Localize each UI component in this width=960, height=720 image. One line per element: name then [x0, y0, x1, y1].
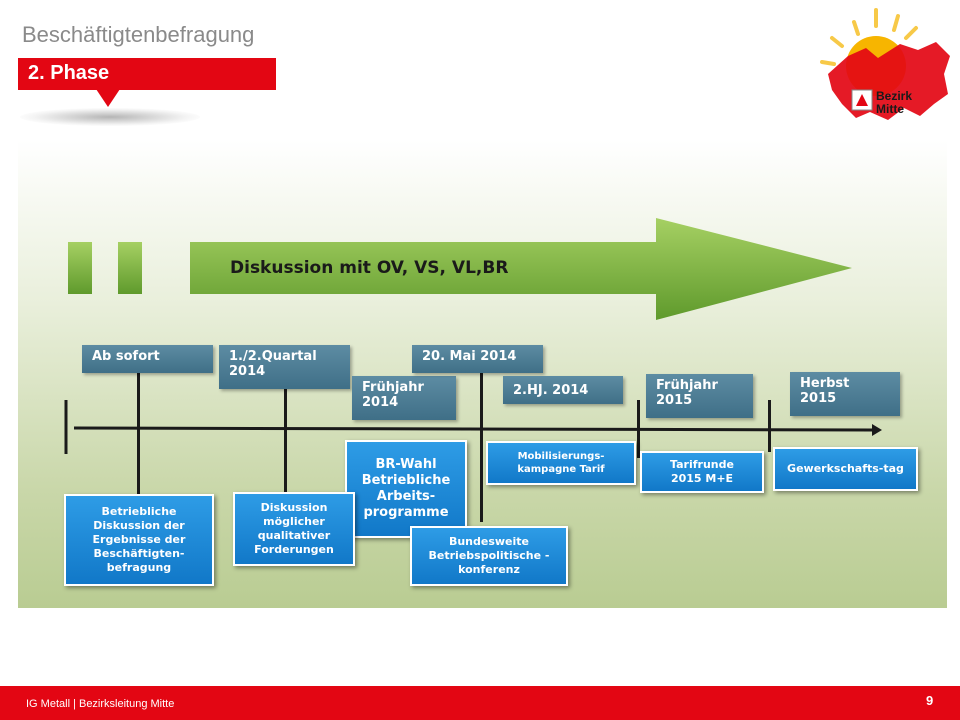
discussion-arrow	[68, 218, 852, 320]
arrow-block-1	[68, 242, 92, 294]
date-fruehjahr-2015: Frühjahr 2015	[646, 374, 753, 418]
date-hj-2014: 2.HJ. 2014	[503, 376, 623, 404]
logo-text: Bezirk Mitte	[876, 90, 912, 116]
footer-bar	[0, 686, 960, 720]
phase-pointer	[96, 89, 120, 107]
banner-shadow	[20, 108, 200, 126]
phase-label: 2. Phase	[28, 62, 110, 84]
date-quartal: 1./2.Quartal 2014	[219, 345, 350, 389]
event-bundesweite-konferenz: Bundesweite Betriebspolitische -konferen…	[410, 526, 568, 586]
sun-rays-icon	[820, 8, 918, 66]
logo-line2: Mitte	[876, 102, 904, 116]
page-title: Beschäftigtenbefragung	[22, 22, 255, 47]
date-ab-sofort: Ab sofort	[82, 345, 213, 373]
connector-line	[637, 400, 640, 458]
event-mobilisierung: Mobilisierungs-kampagne Tarif	[486, 441, 636, 485]
arrow-label: Diskussion mit OV, VS, VL,BR	[230, 258, 509, 278]
timeline	[64, 400, 882, 454]
event-diskussion-forderungen: Diskussion möglicher qualitativer Forder…	[233, 492, 355, 566]
connector-line	[768, 400, 771, 452]
footer-text: IG Metall | Bezirksleitung Mitte	[26, 698, 175, 710]
event-betriebliche-diskussion: Betriebliche Diskussion der Ergebnisse d…	[64, 494, 214, 586]
date-herbst-2015: Herbst 2015	[790, 372, 900, 416]
date-fruehjahr-2014: Frühjahr 2014	[352, 376, 456, 420]
date-mai-2014: 20. Mai 2014	[412, 345, 543, 373]
connector-line	[137, 372, 140, 500]
connector-line	[480, 372, 483, 522]
logo-line1: Bezirk	[876, 89, 913, 103]
bezirk-mitte-logo	[820, 8, 950, 120]
phase-banner	[18, 58, 276, 90]
event-tarifrunde: Tarifrunde 2015 M+E	[640, 451, 764, 493]
connector-line	[284, 372, 287, 496]
arrow-body	[190, 218, 852, 320]
page-number: 9	[926, 693, 934, 708]
arrow-block-2	[118, 242, 142, 294]
event-gewerkschaftstag: Gewerkschafts-tag	[773, 447, 918, 491]
event-br-wahl: BR-Wahl Betriebliche Arbeits-programme	[345, 440, 467, 538]
